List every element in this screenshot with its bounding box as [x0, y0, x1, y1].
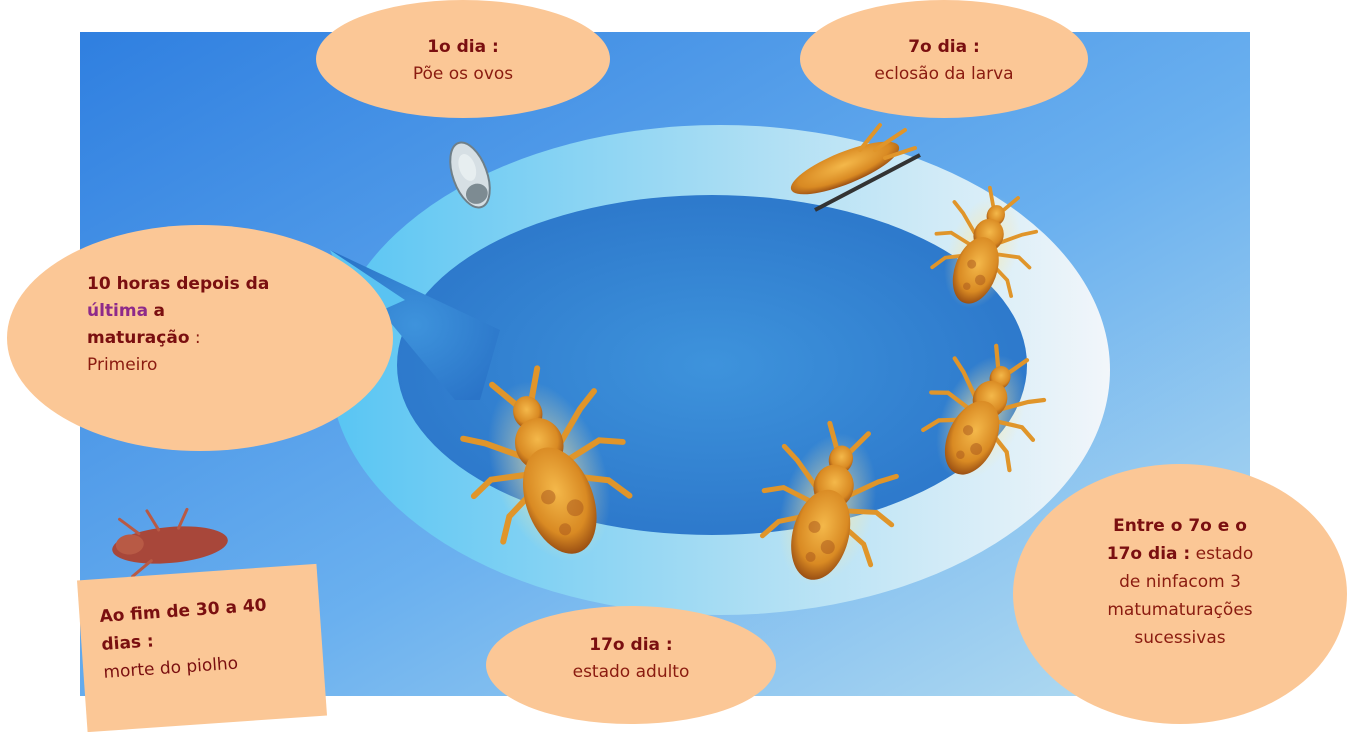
stage-death-heading: Ao fim de 30 a 40 dias :: [99, 595, 267, 655]
stage-day17-heading: 17o dia :: [589, 635, 672, 655]
stage-day1-text: Põe os ovos: [413, 64, 513, 84]
stage-first-hours-word-a: a: [153, 301, 164, 321]
stage-day17-text: estado adulto: [573, 662, 690, 682]
stage-nymph-line3: de ninfacom 3: [1119, 572, 1241, 592]
stage-nymph-line2-bold: 17o dia :: [1107, 544, 1190, 564]
stage-nymph-line5: sucessivas: [1134, 628, 1225, 648]
stage-first-hours-line1: 10 horas depois da: [87, 274, 269, 294]
stage-day1-heading: 1o dia :: [427, 37, 499, 57]
stage-day7-text: eclosão da larva: [874, 64, 1013, 84]
stage-first-hours-colon: :: [190, 328, 201, 348]
stage-day17-bubble: 17o dia : estado adulto: [486, 606, 776, 724]
stage-nymph-line2-rest: estado: [1190, 544, 1253, 564]
stage-death-text: morte do piolho: [103, 654, 239, 683]
stage-day1-bubble: 1o dia : Põe os ovos: [316, 0, 610, 118]
stage-nymph-line4: matumaturações: [1107, 600, 1252, 620]
stage-nymph-bubble: Entre o 7o e o 17o dia : estado de ninfa…: [1013, 464, 1347, 724]
stage-first-hours-highlight: última: [87, 301, 148, 321]
stage-day7-bubble: 7o dia : eclosão da larva: [800, 0, 1088, 118]
stage-first-hours-line4: Primeiro: [87, 355, 157, 375]
stage-nymph-line1: Entre o 7o e o: [1113, 516, 1247, 536]
stage-day7-heading: 7o dia :: [908, 37, 980, 57]
stage-death-box: Ao fim de 30 a 40 dias : morte do piolho: [77, 564, 327, 732]
stage-first-hours-maturation: maturação: [87, 328, 190, 348]
stage-first-hours-bubble: 10 horas depois da última a maturação : …: [7, 225, 393, 451]
